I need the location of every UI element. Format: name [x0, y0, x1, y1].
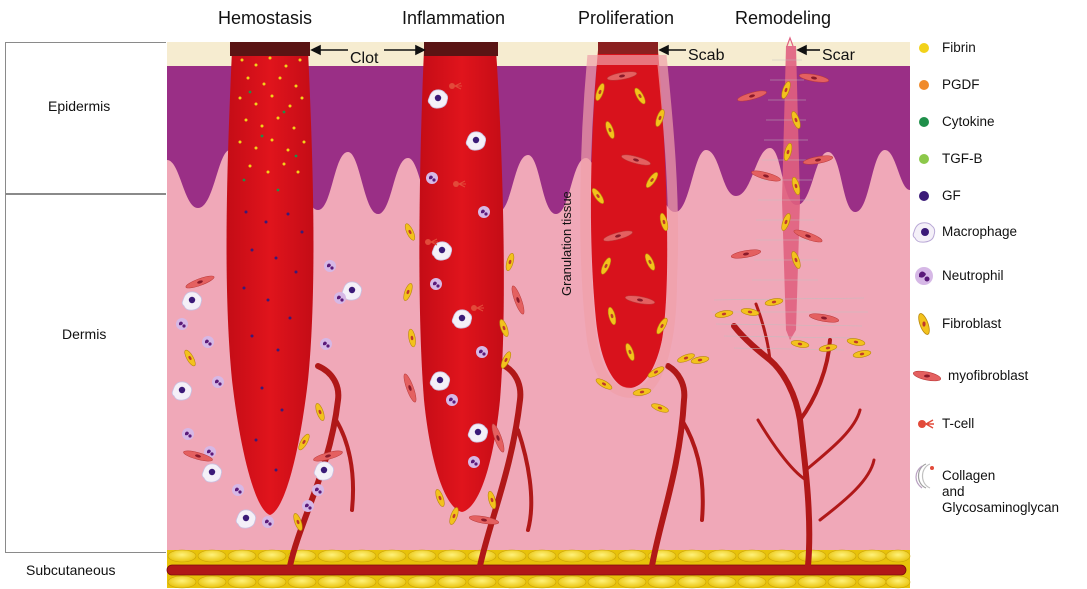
- legend-item-myofibroblast: myofibroblast: [912, 364, 1028, 388]
- legend-label: TGF-B: [942, 151, 983, 167]
- myofibroblast-icon: [912, 364, 942, 388]
- scar-label: Scar: [822, 47, 856, 64]
- legend-item-pgdf: PGDF: [912, 73, 980, 97]
- legend: Fibrin PGDF Cytokine TGF-B GF Macrophage…: [912, 36, 1087, 576]
- legend-item-fibrin: Fibrin: [912, 36, 976, 60]
- legend-label: Macrophage: [942, 224, 1017, 240]
- legend-item-collagen: Collagen and Glycosaminoglycan: [912, 464, 1059, 516]
- legend-label: GF: [942, 188, 961, 204]
- neutrophil-icon: [912, 264, 936, 288]
- fibrin-dot-icon: [912, 36, 936, 60]
- pgdf-dot-icon: [912, 73, 936, 97]
- t-cell-icon: [912, 412, 936, 436]
- cytokine-dot-icon: [912, 110, 936, 134]
- legend-item-macrophage: Macrophage: [912, 220, 1017, 244]
- clot-label: Clot: [350, 50, 379, 67]
- legend-label: Fibrin: [942, 40, 976, 56]
- legend-label: Fibroblast: [942, 316, 1001, 332]
- tgfb-dot-icon: [912, 147, 936, 171]
- granulation-tissue-label: Granulation tissue: [559, 191, 574, 296]
- legend-item-tgfb: TGF-B: [912, 147, 983, 171]
- legend-item-gf: GF: [912, 184, 961, 208]
- legend-item-tcell: T-cell: [912, 412, 974, 436]
- legend-label: Neutrophil: [942, 268, 1004, 284]
- macrophage-icon: [912, 220, 936, 244]
- legend-label: T-cell: [942, 416, 974, 432]
- legend-item-cytokine: Cytokine: [912, 110, 995, 134]
- legend-item-neutrophil: Neutrophil: [912, 264, 1004, 288]
- legend-label: myofibroblast: [948, 368, 1028, 384]
- legend-label: Collagen and Glycosaminoglycan: [942, 468, 1059, 516]
- legend-item-fibroblast: Fibroblast: [912, 312, 1001, 336]
- legend-label: PGDF: [942, 77, 980, 93]
- collagen-icon: [912, 464, 936, 488]
- fibroblast-icon: [912, 312, 936, 336]
- gf-dot-icon: [912, 184, 936, 208]
- legend-label: Cytokine: [942, 114, 995, 130]
- scab-label: Scab: [688, 47, 725, 64]
